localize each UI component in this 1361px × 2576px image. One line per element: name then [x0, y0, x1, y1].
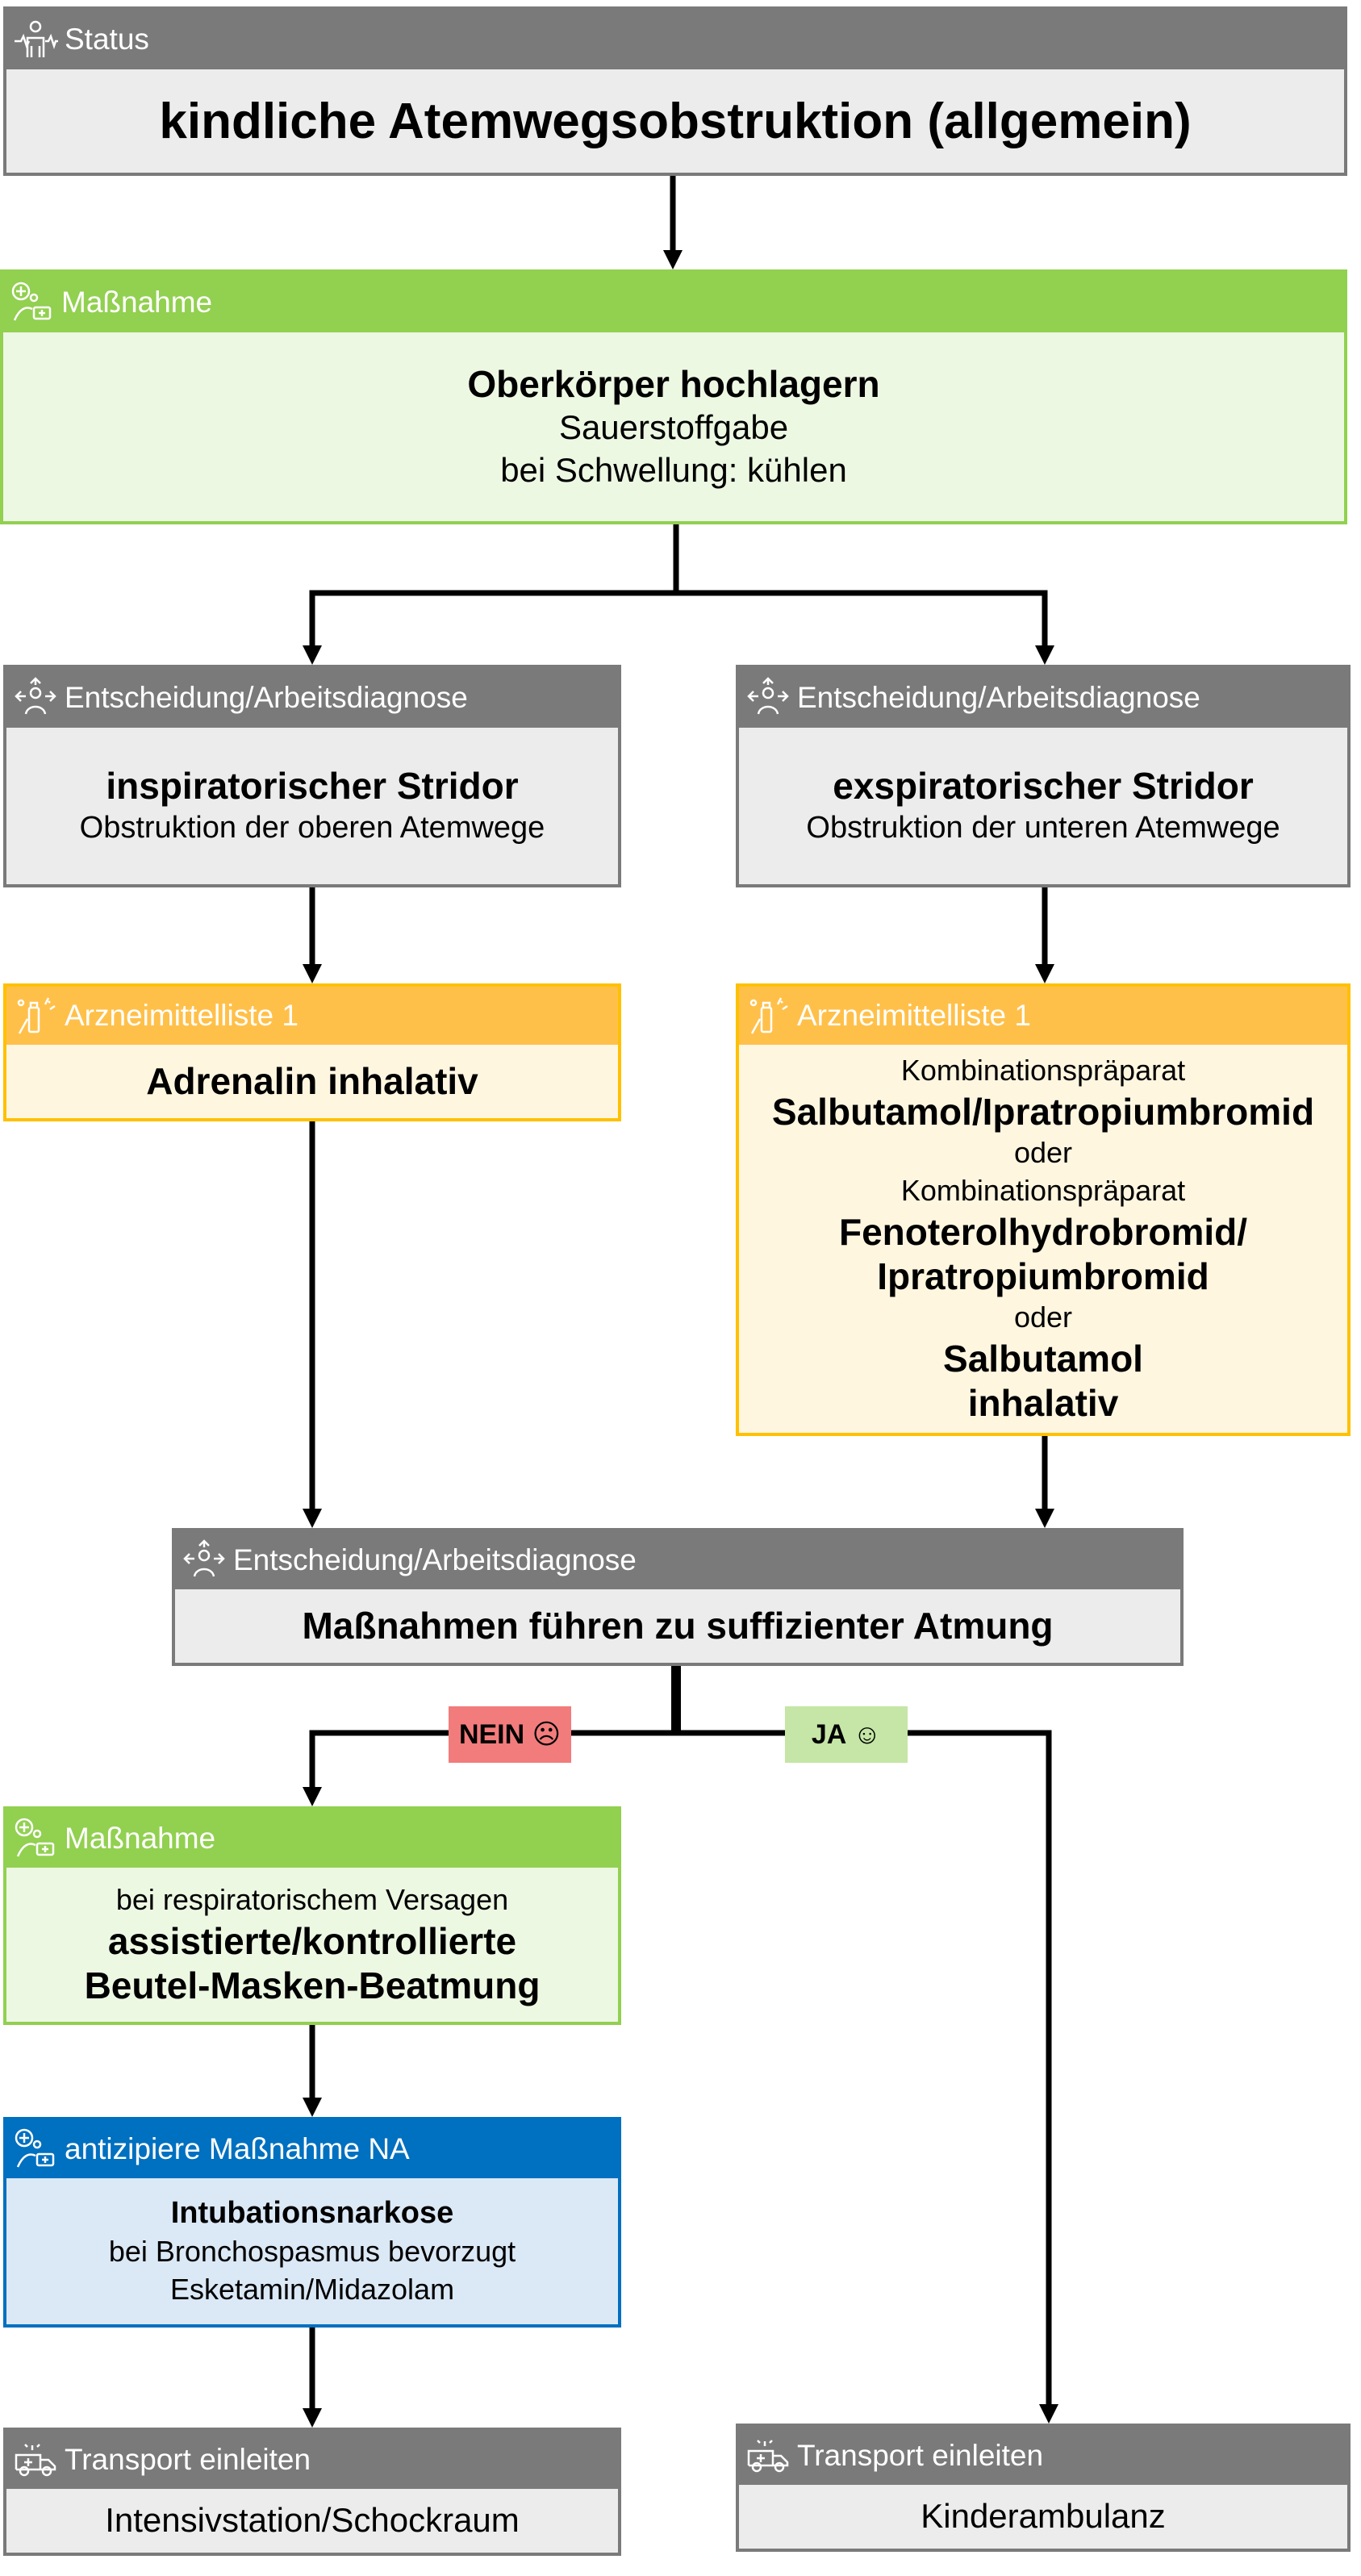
measure-header: Maßnahme [3, 273, 1344, 332]
na-measure-bold: Intubationsnarkose [170, 2196, 454, 2230]
drug-bold: Salbutamol/Ipratropiumbromid [771, 1090, 1315, 1133]
drug-line: Kombinationspräparat [900, 1173, 1186, 1207]
drug-bold: Salbutamol [943, 1337, 1143, 1380]
measure-bold: Beutel-Masken-Beatmung [84, 1964, 541, 2006]
no-branch-badge: NEIN ☹ [449, 1706, 571, 1763]
status-header-label: Status [65, 23, 149, 56]
measure-box-ventilation: Maßnahme bei respiratorischem Versagen a… [3, 1806, 621, 2025]
drug-body: Kombinationspräparat Salbutamol/Ipratrop… [739, 1045, 1347, 1433]
decision-body: exspiratorischer Stridor Obstruktion der… [739, 728, 1347, 884]
drug-bold: Adrenalin inhalativ [146, 1059, 478, 1102]
drug-line: oder [1013, 1300, 1073, 1334]
drug-header: Arzneimittelliste 1 [6, 987, 618, 1045]
na-measure-line: bei Bronchospasmus bevorzugt [108, 2235, 516, 2269]
measure-line2: Sauerstoffgabe [558, 408, 789, 447]
decision-header: Entscheidung/Arbeitsdiagnose [739, 668, 1347, 728]
decision-header-label: Entscheidung/Arbeitsdiagnose [65, 681, 468, 714]
decision-sub: Obstruktion der unteren Atemwege [806, 810, 1280, 845]
medication-icon [6, 987, 65, 1045]
drug-line: Kombinationspräparat [900, 1053, 1186, 1087]
na-measure-box: antizipiere Maßnahme NA Intubationsnarko… [3, 2117, 621, 2328]
transport-box-intensive-care: Transport einleiten Intensivstation/Scho… [3, 2428, 621, 2556]
decision-body: Maßnahmen führen zu suffizienter Atmung [175, 1589, 1180, 1663]
transport-destination: Intensivstation/Schockraum [105, 2501, 520, 2540]
decision-bold: Maßnahmen führen zu suffizienter Atmung [302, 1604, 1054, 1647]
measure-line3: bei Schwellung: kühlen [500, 450, 847, 489]
ambulance-icon [739, 2427, 797, 2485]
transport-body: Kinderambulanz [739, 2485, 1347, 2549]
medication-icon [739, 987, 797, 1045]
drug-bold: inhalativ [967, 1381, 1119, 1424]
status-header: Status [6, 10, 1344, 69]
measure-body: bei respiratorischem Versagen assistiert… [6, 1868, 618, 2022]
drug-header-label: Arzneimittelliste 1 [797, 999, 1031, 1032]
drug-header-label: Arzneimittelliste 1 [65, 999, 299, 1032]
transport-header-label: Transport einleiten [65, 2443, 311, 2476]
first-aid-icon [3, 273, 61, 332]
na-measure-header: antizipiere Maßnahme NA [6, 2120, 618, 2178]
transport-header: Transport einleiten [6, 2431, 618, 2489]
decision-header-label: Entscheidung/Arbeitsdiagnose [797, 681, 1200, 714]
first-aid-icon [6, 2120, 65, 2178]
drug-box-adrenalin: Arzneimittelliste 1 Adrenalin inhalativ [3, 983, 621, 1121]
decision-header: Entscheidung/Arbeitsdiagnose [6, 668, 618, 728]
transport-box-childrens-ambulance: Transport einleiten Kinderambulanz [736, 2424, 1351, 2552]
decision-header: Entscheidung/Arbeitsdiagnose [175, 1531, 1180, 1589]
na-measure-header-label: antizipiere Maßnahme NA [65, 2132, 410, 2165]
decision-box-expiratory: Entscheidung/Arbeitsdiagnose exspiratori… [736, 665, 1351, 887]
measure-header-label: Maßnahme [65, 1822, 216, 1855]
decision-header-label: Entscheidung/Arbeitsdiagnose [233, 1543, 637, 1576]
transport-destination: Kinderambulanz [921, 2497, 1166, 2536]
measure-line: bei respiratorischem Versagen [115, 1882, 509, 1916]
measure-header-label: Maßnahme [61, 286, 213, 319]
decision-bold: inspiratorischer Stridor [106, 764, 519, 807]
measure-bold: Oberkörper hochlagern [467, 362, 880, 405]
drug-box-combination: Arzneimittelliste 1 Kombinationspräparat… [736, 983, 1351, 1436]
drug-bold: Fenoterolhydrobromid/ [839, 1210, 1247, 1253]
measure-bold: assistierte/kontrollierte [107, 1919, 517, 1962]
first-aid-icon [6, 1810, 65, 1868]
decision-sub: Obstruktion der oberen Atemwege [79, 810, 545, 845]
decision-person-icon [175, 1531, 233, 1589]
drug-body: Adrenalin inhalativ [6, 1045, 618, 1118]
drug-header: Arzneimittelliste 1 [739, 987, 1347, 1045]
decision-box-inspiratory: Entscheidung/Arbeitsdiagnose inspiratori… [3, 665, 621, 887]
person-vitals-icon [6, 10, 65, 69]
status-body: kindliche Atemwegsobstruktion (allgemein… [6, 69, 1344, 173]
measure-box-positioning: Maßnahme Oberkörper hochlagern Sauerstof… [0, 269, 1347, 524]
decision-person-icon [6, 668, 65, 728]
measure-header: Maßnahme [6, 1810, 618, 1868]
transport-header-label: Transport einleiten [797, 2439, 1044, 2472]
yes-branch-badge: JA ☺ [785, 1706, 908, 1763]
decision-bold: exspiratorischer Stridor [833, 764, 1254, 807]
na-measure-line: Esketamin/Midazolam [169, 2273, 455, 2307]
decision-box-sufficient-breathing: Entscheidung/Arbeitsdiagnose Maßnahmen f… [172, 1528, 1184, 1666]
decision-body: inspiratorischer Stridor Obstruktion der… [6, 728, 618, 884]
drug-line: oder [1013, 1135, 1073, 1169]
drug-bold: Ipratropiumbromid [877, 1255, 1209, 1297]
measure-body: Oberkörper hochlagern Sauerstoffgabe bei… [3, 332, 1344, 521]
transport-body: Intensivstation/Schockraum [6, 2489, 618, 2553]
decision-person-icon [739, 668, 797, 728]
na-measure-body: Intubationsnarkose bei Bronchospasmus be… [6, 2178, 618, 2324]
status-box: Status kindliche Atemwegsobstruktion (al… [3, 6, 1347, 176]
ambulance-icon [6, 2431, 65, 2489]
status-title: kindliche Atemwegsobstruktion (allgemein… [159, 93, 1192, 149]
transport-header: Transport einleiten [739, 2427, 1347, 2485]
